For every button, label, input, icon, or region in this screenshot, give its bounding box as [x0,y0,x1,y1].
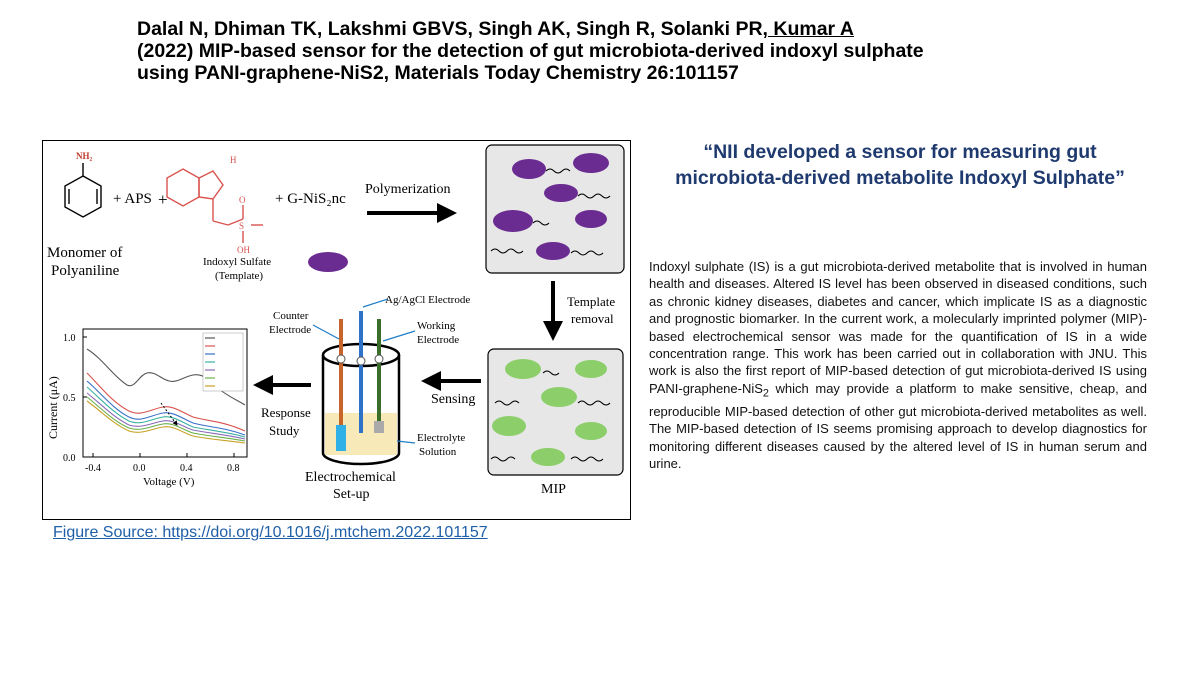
plot-ticks [83,336,235,458]
mip-box [487,348,624,476]
electrochemical-line1: Electrochemical [305,470,396,485]
monomer-label-line1: Monomer of [47,245,122,261]
xtick-2: 0.0 [133,463,146,474]
plus-sign: + [158,190,168,209]
citation-details: (2022) MIP-based sensor for the detectio… [137,40,924,84]
counter-electrode-line1: Counter [273,310,309,322]
trend-arrow [160,402,178,426]
counter-electrode-line2: Electrode [269,324,311,336]
figure-source-link[interactable]: Figure Source: https://doi.org/10.1016/j… [53,524,488,541]
quote-heading: “NII developed a sensor for measuring gu… [675,141,1125,189]
response-line2: Study [269,423,300,438]
citation-authors: Dalal N, Dhiman TK, Lakshmi GBVS, Singh … [137,18,768,40]
abstract-part2: which may provide a platform to make sen… [649,380,1147,472]
monomer-label-line2: Polyaniline [51,263,120,279]
oh-label: OH [237,245,250,255]
xtick-1: -0.4 [85,463,101,474]
working-electrode-line1: Working [417,320,456,332]
nh-label: H [230,155,237,165]
electrolyte-line1: Electrolyte [417,432,465,444]
o-label: O [239,195,246,205]
abstract-subscript: 2 [762,387,769,400]
xtick-4: 0.8 [227,463,240,474]
response-line1: Response [261,405,311,420]
abstract-part1: Indoxyl sulphate (IS) is a gut microbiot… [649,259,1147,396]
mip-label: MIP [541,482,566,497]
dpv-curves [86,348,246,444]
citation: Dalal N, Dhiman TK, Lakshmi GBVS, Singh … [137,18,977,84]
indoxyl-sulfate-structure [166,168,263,243]
plus-aps-label: + APS [113,191,152,207]
dpv-plot: 1.0 0.5 0.0 -0.4 0.0 0.4 0.8 Voltage (V)… [46,328,248,488]
nh2-label: NH₂ [76,151,93,161]
cell-pointer-lines [312,298,416,444]
citation-author-highlight: Kumar A [767,18,854,40]
ytick-1: 1.0 [63,333,76,344]
polymerization-label: Polymerization [365,182,451,197]
figure-illustration: NH₂ + APS + H S O OH + G-NiS₂nc Polymeri… [46,144,625,502]
s-label: S [239,221,244,231]
plus-gnis2-label: + G-NiS₂nc [275,191,346,207]
template-label-line1: Indoxyl Sulfate [203,256,271,268]
electrochemical-line2: Set-up [333,487,370,502]
plot-legend-swatches [205,337,215,387]
plot-xlabel: Voltage (V) [143,476,195,488]
mip-chains [490,370,611,462]
ytick-2: 0.5 [63,393,76,404]
aniline-structure [64,163,102,218]
electrochemical-cell [321,311,401,466]
template-removal-line1: Template [567,294,615,309]
template-label-line2: (Template) [215,270,263,282]
electrolyte-line2: Solution [419,446,457,458]
xtick-3: 0.4 [180,463,193,474]
ag-electrode-label: Ag/AgCl Electrode [385,294,470,306]
template-blob [308,252,348,272]
mip-cavity-blobs [492,359,607,466]
abstract-text: Indoxyl sulphate (IS) is a gut microbiot… [649,258,1147,472]
graphical-abstract-figure: NH₂ + APS + H S O OH + G-NiS₂nc Polymeri… [42,140,631,520]
ytick-3: 0.0 [63,453,76,464]
sensing-label: Sensing [431,392,475,407]
polymer-template-blobs [493,153,609,260]
polymer-chains [490,168,611,256]
template-removal-line2: removal [571,311,614,326]
working-electrode-line2: Electrode [417,334,459,346]
plot-ylabel: Current (μA) [46,376,60,439]
